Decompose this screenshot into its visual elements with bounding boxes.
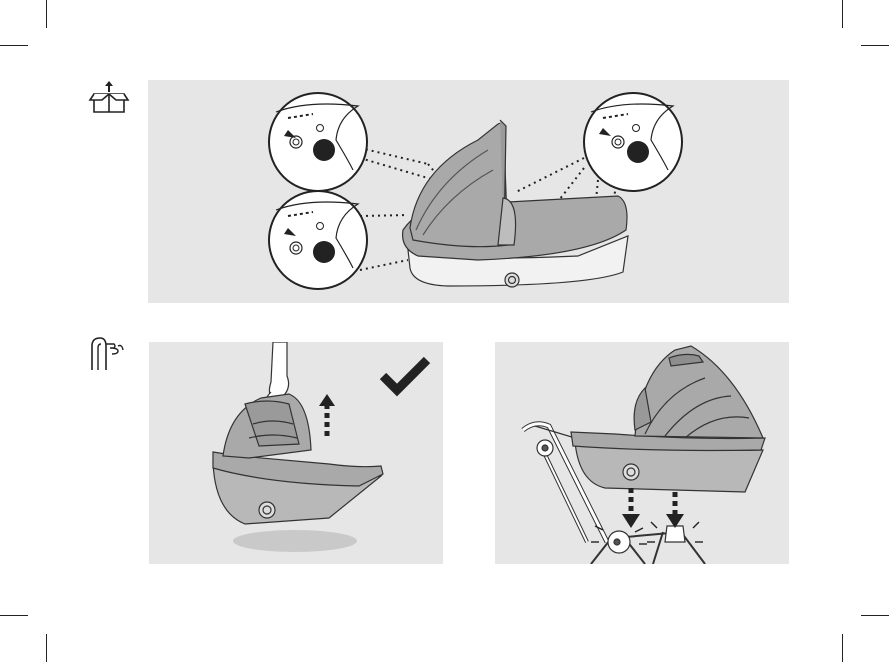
dashed-down-arrow-icon <box>622 488 684 528</box>
crop-mark <box>842 634 843 662</box>
crop-mark <box>0 615 28 616</box>
unbox-icon <box>88 80 130 114</box>
crop-mark <box>842 0 843 28</box>
checkmark-icon <box>383 360 427 390</box>
hand-icon <box>88 334 128 370</box>
lift-carrycot-panel <box>149 342 443 564</box>
crop-mark <box>46 0 47 28</box>
crop-mark <box>861 45 889 46</box>
crop-mark <box>0 45 28 46</box>
attach-carrycot-panel <box>495 342 789 564</box>
carrycot-assembly-panel <box>148 80 789 303</box>
dashed-up-arrow-icon <box>319 394 335 436</box>
crop-mark <box>861 615 889 616</box>
crop-mark <box>46 634 47 662</box>
